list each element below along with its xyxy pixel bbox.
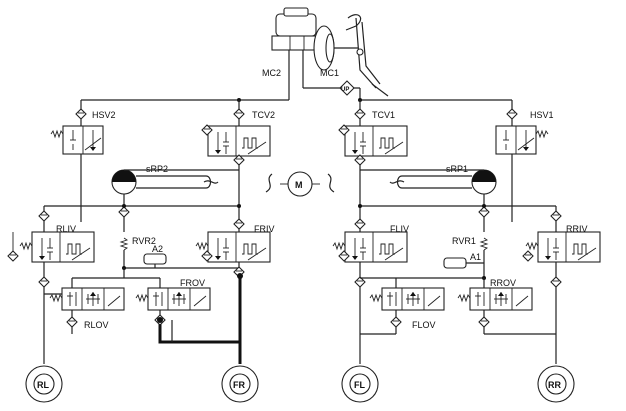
hsv2-label: HSV2 [92, 110, 116, 120]
flov-valve [381, 287, 445, 311]
hsv2-valve [62, 125, 104, 155]
a1-label: A1 [470, 252, 481, 262]
tcv1-label: TCV1 [372, 110, 395, 120]
hsv1-valve [495, 125, 537, 155]
srp1-pump: sRP1 [360, 164, 497, 232]
srp1-label: sRP1 [446, 164, 468, 174]
rlov-valve [61, 287, 125, 311]
fliv-valve [344, 231, 408, 263]
flov-label: FLOV [412, 320, 436, 330]
wheel-fr: FR [221, 365, 259, 403]
tcv2-label: TCV2 [252, 110, 275, 120]
motor-label: M [295, 180, 303, 190]
friv-valve [207, 231, 271, 263]
wheel-rr: RR [537, 365, 575, 403]
a2-accumulator [143, 253, 167, 265]
rrov-valve [469, 287, 533, 311]
rliv-label: RLIV [56, 224, 76, 234]
fr-pressure-line [158, 276, 242, 344]
srp2-pump: sRP2 [111, 164, 239, 232]
brake-pedal [345, 14, 389, 97]
rriv-label: RRIV [566, 224, 588, 234]
rliv-valve [31, 231, 95, 263]
up-pressure-sensor: UP [339, 80, 355, 96]
fliv-label: FLIV [390, 224, 409, 234]
a1-accumulator [443, 257, 467, 269]
mc2-label: MC2 [262, 68, 281, 78]
wheel-rl-label: RL [37, 380, 49, 390]
frov-valve [147, 287, 211, 311]
friv-label: FRIV [254, 224, 275, 234]
rvr1-label: RVR1 [452, 236, 476, 246]
wheel-rl: RL [25, 365, 63, 403]
pump-motor: M [265, 171, 335, 197]
master-cylinder [271, 7, 358, 71]
rrov-label: RROV [490, 278, 516, 288]
a2-label: A2 [152, 244, 163, 254]
tcv1-valve [344, 125, 408, 157]
mc1-label: MC1 [320, 68, 339, 78]
wheel-fl-label: FL [354, 380, 365, 390]
frov-label: FROV [180, 278, 205, 288]
hsv1-label: HSV1 [530, 110, 554, 120]
up-label: UP [341, 87, 349, 93]
wheel-fr-label: FR [233, 380, 245, 390]
rriv-valve [537, 231, 601, 263]
main-pipes [81, 50, 512, 102]
tcv2-valve [207, 125, 271, 157]
srp2-label: sRP2 [146, 164, 168, 174]
wheel-rr-label: RR [548, 380, 561, 390]
wheel-fl: FL [341, 365, 379, 403]
rvr2-label: RVR2 [132, 236, 156, 246]
rlov-label: RLOV [84, 320, 109, 330]
